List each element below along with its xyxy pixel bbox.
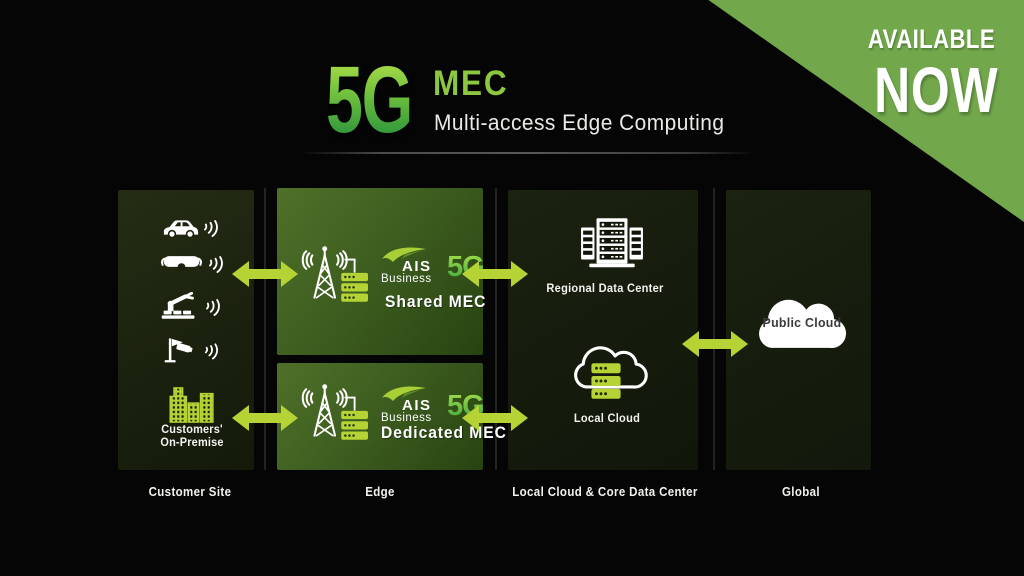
smart-glasses-icon	[161, 256, 202, 272]
ais-brand-text: AIS	[402, 397, 432, 414]
bidirectional-arrow-icon	[682, 331, 748, 357]
server-racks-icon	[581, 218, 643, 268]
customers-on-premise-label: Customers' On-Premise	[129, 424, 254, 450]
ais-swoosh-icon	[382, 247, 426, 262]
banner-available-text: AVAILABLE	[867, 24, 995, 54]
caption-edge: Edge	[365, 485, 395, 499]
caption-global: Global	[781, 485, 820, 499]
signal-waves-icon	[204, 343, 218, 360]
local-cloud-label: Local Cloud	[573, 411, 641, 425]
caption-customer-site: Customer Site	[148, 485, 232, 499]
signal-waves-icon	[209, 256, 223, 273]
customer-buildings-icon	[169, 387, 214, 423]
dedicated-mec-box	[277, 363, 483, 470]
premise-line2: On-Premise	[160, 437, 224, 449]
ais-business-text: Business	[381, 412, 432, 424]
shared-mec-box	[277, 188, 483, 355]
title-mec: MEC	[433, 64, 509, 103]
caption-core: Local Cloud & Core Data Center	[512, 485, 698, 499]
title-subtitle: Multi-access Edge Computing	[434, 110, 725, 135]
signal-waves-icon	[204, 220, 218, 237]
banner-now-text: NOW	[873, 54, 998, 126]
bidirectional-arrow-icon	[232, 261, 298, 287]
gap-divider-3	[713, 188, 715, 470]
customer-site-panel	[118, 190, 254, 470]
gap-divider-2	[495, 188, 497, 470]
ais-brand-text: AIS	[402, 258, 432, 275]
connected-car-icon	[163, 220, 199, 239]
cloud-icon	[759, 299, 846, 348]
bidirectional-arrow-icon	[232, 405, 298, 431]
dedicated-mec-label: Dedicated MEC	[381, 423, 507, 442]
cell-tower-with-server-icon	[301, 384, 368, 440]
shared-mec-label: Shared MEC	[385, 292, 487, 311]
cloud-with-servers-icon	[574, 346, 648, 399]
premise-line1: Customers'	[161, 424, 223, 436]
regional-data-center-label: Regional Data Center	[546, 281, 664, 295]
ais-swoosh-icon	[382, 386, 426, 401]
gap-divider-1	[264, 188, 266, 470]
signal-waves-icon	[206, 299, 220, 316]
cell-tower-with-server-icon	[301, 246, 368, 302]
bidirectional-arrow-icon	[462, 405, 528, 431]
robotic-arm-icon	[161, 292, 195, 319]
cctv-camera-icon	[164, 338, 193, 363]
ais-business-text: Business	[381, 273, 432, 285]
public-cloud-label: Public Cloud	[762, 315, 842, 330]
title-divider	[300, 152, 756, 154]
available-now-banner: AVAILABLE NOW	[708, 0, 1024, 222]
title-5g: 5G	[326, 47, 413, 153]
bidirectional-arrow-icon	[462, 261, 528, 287]
